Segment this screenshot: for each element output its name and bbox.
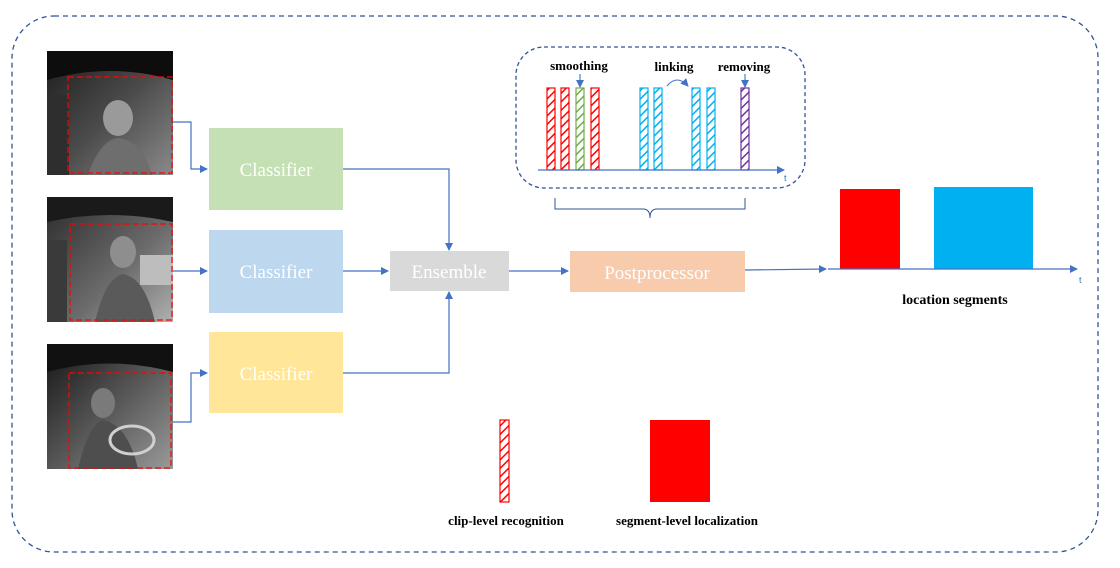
postprocessor-box: Postprocessor <box>570 251 745 292</box>
classifier-label: Classifier <box>240 160 313 181</box>
connector-postprocessor-output <box>744 265 827 274</box>
postprocessor-label: Postprocessor <box>604 263 710 284</box>
segment-red <box>840 189 900 269</box>
camera-frame-1 <box>47 51 173 175</box>
legend: clip-level recognition segment-level loc… <box>448 419 759 528</box>
detection-box <box>69 223 173 321</box>
connector-frame1 <box>173 121 208 173</box>
connector-frame3 <box>173 369 208 423</box>
location-segments-caption: location segments <box>902 293 1008 308</box>
step-smoothing-label: smoothing <box>550 58 608 73</box>
inset-brace <box>554 198 746 219</box>
classifier-box-2: Classifier <box>209 230 343 313</box>
output-axis-label: t <box>1079 275 1082 285</box>
connector-classifier3 <box>343 291 453 374</box>
classifier-box-1: Classifier <box>209 128 343 210</box>
inset-clip-bars <box>546 87 750 171</box>
legend-segment-label: segment-level localization <box>616 513 759 528</box>
clip-bar-cyan <box>639 87 649 171</box>
step-linking-label: linking <box>654 59 694 74</box>
clip-bar-green <box>575 87 585 171</box>
ensemble-connectors <box>343 168 453 374</box>
connector-classifier1 <box>343 168 453 251</box>
legend-clip-swatch <box>499 419 510 503</box>
linking-arrow <box>666 78 689 87</box>
legend-segment-swatch <box>650 420 710 502</box>
clip-bar-red <box>590 87 600 171</box>
input-connectors <box>173 121 208 423</box>
inset-axis-label: t <box>784 173 787 183</box>
ensemble-label: Ensemble <box>412 262 487 283</box>
clip-bar-cyan <box>691 87 701 171</box>
legend-clip-label: clip-level recognition <box>448 513 564 528</box>
camera-frame-3 <box>47 344 173 469</box>
detection-box <box>68 372 172 469</box>
output-segments: t location segments <box>828 187 1082 308</box>
clip-bar-red <box>560 87 570 171</box>
postprocessing-inset: smoothing linking removing t <box>515 46 806 189</box>
classifier-label: Classifier <box>240 262 313 283</box>
classifier-label: Classifier <box>240 364 313 385</box>
clip-bar-cyan <box>706 87 716 171</box>
clip-bar-red <box>546 87 556 171</box>
detection-box <box>67 76 173 174</box>
ensemble-box: Ensemble <box>390 251 509 291</box>
camera-frame-2 <box>47 197 173 322</box>
classifier-box-3: Classifier <box>209 332 343 413</box>
clip-bar-purple <box>740 87 750 171</box>
segment-cyan <box>934 187 1033 269</box>
step-removing-label: removing <box>718 59 771 74</box>
clip-bar-cyan <box>653 87 663 171</box>
